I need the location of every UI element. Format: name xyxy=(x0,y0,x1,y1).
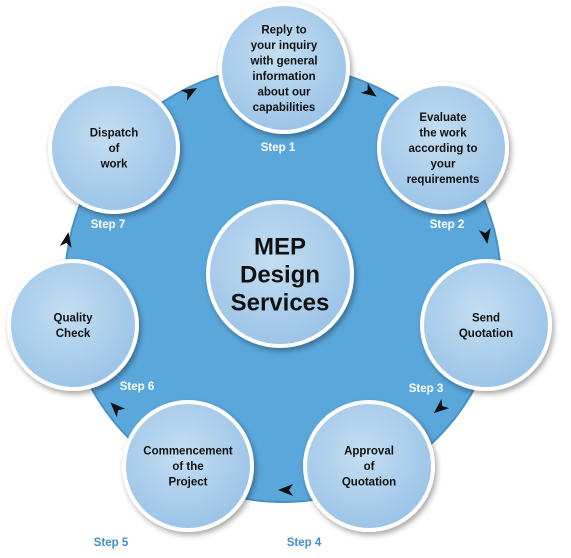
node-dispatch: Dispatch of work xyxy=(48,82,180,214)
node-label-line: Quality xyxy=(54,312,94,324)
node-label-line: according to xyxy=(408,143,477,155)
step-label-3: Step 3 xyxy=(409,383,444,395)
arrow-icon xyxy=(433,398,450,414)
node-label-line: Check xyxy=(56,328,91,340)
node-label-line: Evaluate xyxy=(419,112,466,124)
node-label-line: Commencement xyxy=(143,446,233,458)
center-title-line: Design xyxy=(240,262,320,289)
node-label-line: your xyxy=(431,159,456,171)
step-label-1: Step 1 xyxy=(261,142,296,154)
node-circle xyxy=(48,82,180,214)
node-label-line: Send xyxy=(472,312,500,324)
arrow-icon xyxy=(278,484,293,496)
node-label-line: capabilities xyxy=(253,102,316,114)
node-evaluate: Evaluate the work according to your requirem… xyxy=(377,82,509,214)
step-label-5: Step 5 xyxy=(94,537,129,549)
step-label-2: Step 2 xyxy=(430,219,465,231)
node-circle xyxy=(218,2,350,134)
node-label-line: Quotation xyxy=(342,477,396,489)
node-label-line: of xyxy=(364,461,375,473)
arrow-icon xyxy=(59,232,72,248)
node-label-line: the work xyxy=(419,128,467,140)
node-label-line: of xyxy=(109,143,120,155)
step-label-4: Step 4 xyxy=(287,537,322,549)
step-labels: Step 1 Step 2 Step 3 Step 4 Step 5 Step 6 Step… xyxy=(91,142,465,549)
node-circle xyxy=(122,400,254,532)
step-label-7: Step 7 xyxy=(91,219,126,231)
node-label-line: Project xyxy=(169,477,208,489)
node-label-line: Reply to xyxy=(261,24,306,36)
node-label-line: Dispatch xyxy=(90,128,139,140)
arrow-icon xyxy=(478,228,491,244)
center-circle xyxy=(206,200,354,348)
node-label-line: requirements xyxy=(407,174,480,186)
center-title-line: MEP xyxy=(254,234,306,261)
node-circle xyxy=(7,259,139,391)
arrow-icon xyxy=(110,402,126,418)
node-label-line: of the xyxy=(172,461,203,473)
arrow-icon xyxy=(180,88,197,101)
node-label-line: about our xyxy=(257,86,311,98)
node-label-line: Approval xyxy=(344,446,394,458)
node-label-line: information xyxy=(252,71,315,83)
center-title-line: Services xyxy=(231,290,330,317)
node-label-line: work xyxy=(100,159,128,171)
node-circle xyxy=(303,400,435,532)
node-label-line: with general xyxy=(249,55,317,67)
node-reply: Reply to your inquiry with general informat… xyxy=(218,2,350,134)
node-label-line: your inquiry xyxy=(251,40,318,52)
arrow-icon xyxy=(360,83,377,97)
node-circle xyxy=(377,82,509,214)
step-label-6: Step 6 xyxy=(120,381,155,393)
node-label-line: Quotation xyxy=(459,328,513,340)
cycle-arrows xyxy=(59,83,491,496)
step-nodes: Reply to your inquiry with general informat… xyxy=(7,2,552,532)
node-circle xyxy=(420,259,552,391)
